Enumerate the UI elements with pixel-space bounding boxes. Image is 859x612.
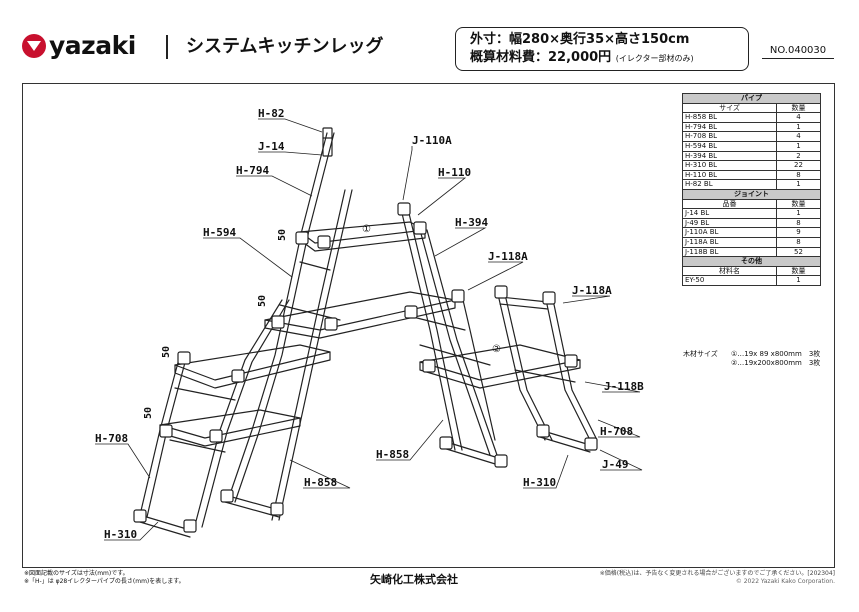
page-title: システムキッチンレッグ (186, 36, 384, 57)
label-h394: H-394 (455, 216, 488, 229)
other-col-name: 材料名 (682, 265, 777, 277)
label-j118b: J-118B (604, 380, 644, 393)
label-h310-right: H-310 (523, 476, 556, 489)
spec-box (455, 27, 749, 71)
dim-50-d: 50 (143, 407, 154, 419)
footer-note-2: ※「H-」は φ28イレクターパイプの長さ(mm)を表します。 (24, 578, 185, 585)
label-h708-right: H-708 (600, 425, 633, 438)
company-name: 矢崎化工株式会社 (370, 573, 458, 586)
wood-label: 木材サイズ (683, 350, 718, 358)
spec-cost-note: (イレクター部材のみ) (615, 54, 694, 63)
document-number: NO.040030 (762, 44, 834, 59)
label-j118a-2: J-118A (572, 284, 612, 297)
label-h82: H-82 (258, 107, 285, 120)
board-mark-2: ② (492, 344, 501, 355)
pipe-col-qty: 数量 (776, 102, 821, 114)
header-divider (166, 35, 168, 59)
label-h858-left: H-858 (304, 476, 337, 489)
dim-50-c: 50 (161, 346, 172, 358)
label-j118a-1: J-118A (488, 250, 528, 263)
brand-name: yazaki (49, 31, 136, 60)
spec-cost: 概算材料費：22,000円 (イレクター部材のみ) (470, 50, 694, 67)
dim-50-b: 50 (257, 295, 268, 307)
joint-col-code: 品番 (682, 198, 777, 210)
label-j14: J-14 (258, 140, 285, 153)
copyright: © 2022 Yazaki Kako Corporation. (735, 578, 835, 585)
price-note: ※価格(税込)は、予告なく変更される場合がございますのでご了承ください。[202… (599, 570, 835, 577)
other-col-qty: 数量 (776, 265, 821, 277)
spec-size: 外寸：幅280×奥行35×高さ150cm (470, 32, 690, 47)
dim-50-a: 50 (277, 229, 288, 241)
label-h110: H-110 (438, 166, 471, 179)
wood-line-2: ②…19x200x800mm 3枚 (731, 359, 821, 367)
wood-line-1: ①…19x 89 x800mm 3枚 (731, 350, 821, 358)
label-h858-center: H-858 (376, 448, 409, 461)
label-h594: H-594 (203, 226, 236, 239)
label-h794: H-794 (236, 164, 269, 177)
pipe-col-size: サイズ (682, 102, 777, 114)
yazaki-logo-mark-icon (22, 34, 46, 58)
wood-sizes: 木材サイズ ①…19x 89 x800mm 3枚 ②…19x200x800mm 3… (683, 350, 820, 368)
yazaki-logo: yazaki (22, 33, 136, 59)
footer-note-1: ※図面記載のサイズは寸法(mm)です。 (24, 570, 129, 577)
board-mark-1: ① (362, 224, 371, 235)
other-header: その他 (682, 256, 821, 267)
label-h708-left: H-708 (95, 432, 128, 445)
label-h310-left: H-310 (104, 528, 137, 541)
joint-col-qty: 数量 (776, 198, 821, 210)
joint-header: ジョイント (682, 188, 821, 200)
spec-cost-value: 概算材料費：22,000円 (470, 50, 612, 65)
label-j110a: J-110A (412, 134, 452, 147)
label-j49: J-49 (602, 458, 629, 471)
drawing-frame (22, 83, 835, 568)
pipe-header: パイプ (682, 93, 821, 104)
